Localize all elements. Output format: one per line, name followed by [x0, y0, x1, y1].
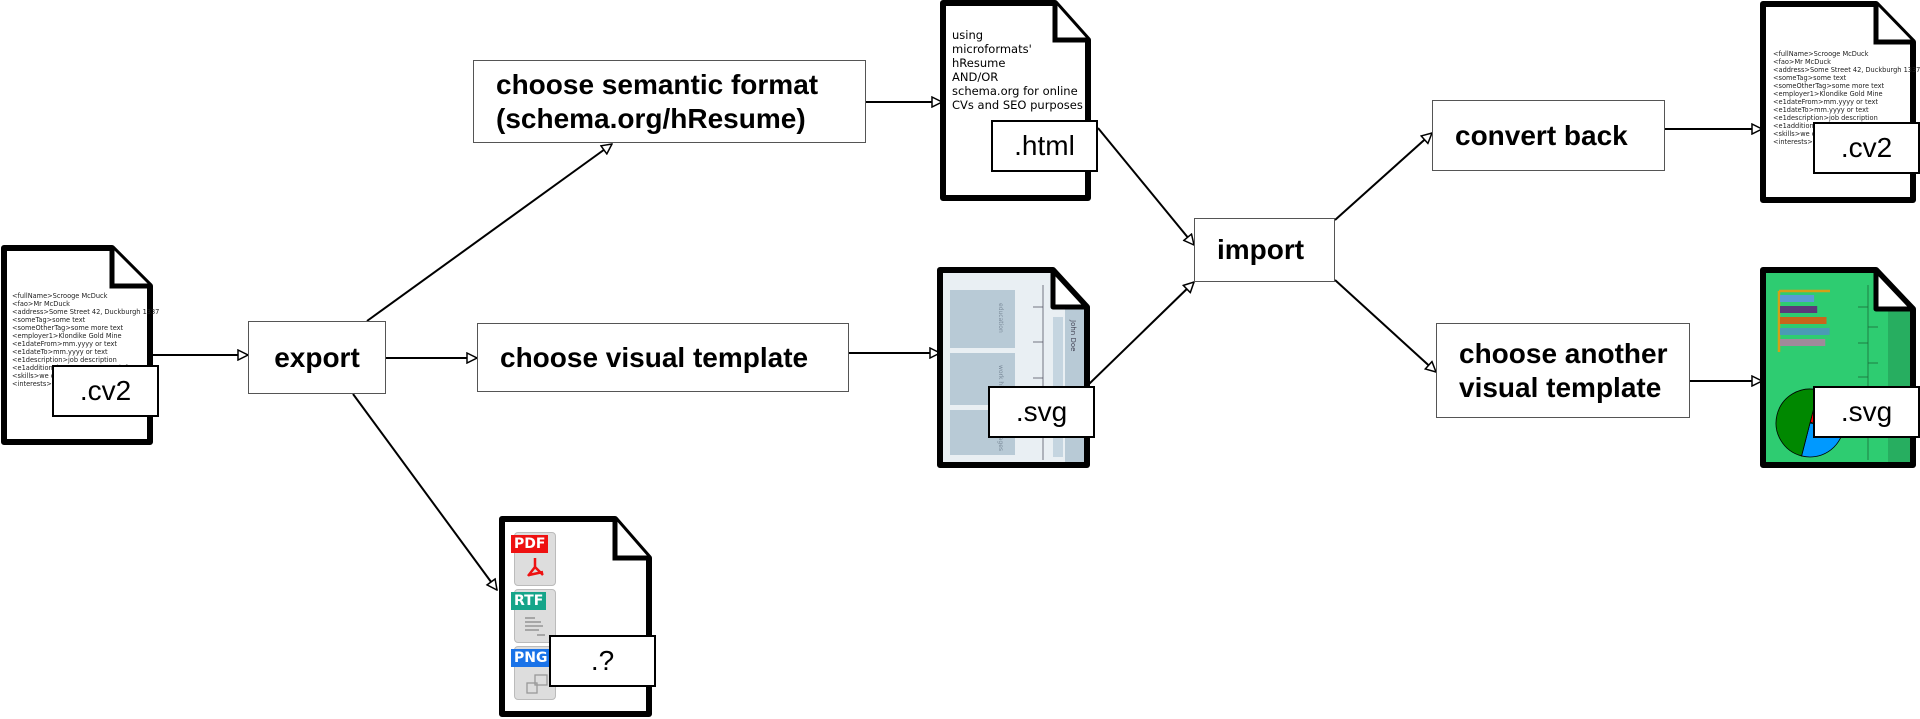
bar-chart: [1777, 289, 1830, 352]
arrow-export-to-other: [352, 393, 497, 590]
bar-chart-axis: [1777, 289, 1830, 352]
source-cv2-document: <fullName>Scrooge McDuck <fao>Mr McDuck …: [0, 244, 159, 446]
image-shapes-icon: [526, 674, 548, 694]
arrow-import-to-convert: [1334, 133, 1432, 221]
rtf-format-icon: RTF: [511, 589, 556, 643]
pie-slice: [1775, 388, 1819, 457]
arrow-html-to-import: [1097, 127, 1194, 245]
file-type-label: .svg: [988, 386, 1095, 438]
export-step: export: [248, 321, 386, 394]
pdf-format-icon: PDF: [511, 532, 556, 586]
svg-template-document: education work history languages John Do…: [935, 265, 1095, 470]
import-step: import: [1194, 218, 1335, 282]
arrow-svg-to-import: [1087, 282, 1194, 386]
html-note: using microformats' hResume AND/OR schem…: [952, 28, 1083, 112]
bar: [1780, 295, 1815, 302]
bar: [1780, 306, 1818, 313]
other-formats-document: PDF RTF PNG .?: [497, 514, 657, 719]
semantic-format-step: choose semantic format (schema.org/hResu…: [473, 60, 866, 143]
file-type-label: .svg: [1813, 386, 1920, 438]
arrow-import-to-another: [1334, 279, 1436, 372]
file-type-label: .?: [549, 635, 656, 687]
acrobat-icon: [527, 558, 544, 577]
section-education: education: [997, 303, 1004, 333]
resume-template-preview: education work history languages John Do…: [937, 267, 1090, 468]
result-cv2-document: <fullName>Scrooge McDuck <fao>Mr McDuck …: [1758, 0, 1920, 205]
visual-template-step: choose visual template: [477, 323, 849, 392]
file-type-label: .html: [991, 120, 1098, 172]
result-svg-document: .svg: [1758, 265, 1920, 470]
chart-template-preview: [1760, 267, 1916, 468]
convert-back-step: convert back: [1432, 100, 1665, 171]
pdf-tag: PDF: [511, 535, 549, 553]
file-type-label: .cv2: [52, 365, 159, 417]
html-document: using microformats' hResume AND/OR schem…: [938, 0, 1098, 202]
bar: [1780, 317, 1827, 324]
rtf-tag: RTF: [511, 592, 547, 610]
bar: [1780, 339, 1826, 346]
file-type-label: .cv2: [1813, 122, 1920, 174]
section-work-history: work history: [997, 365, 1004, 403]
png-tag: PNG: [511, 649, 551, 667]
text-lines-icon: [525, 617, 545, 636]
resume-name: John Doe: [1069, 319, 1077, 351]
arrow-export-to-semantic: [366, 144, 612, 322]
bar: [1780, 328, 1830, 335]
another-visual-template-step: choose another visual template: [1436, 323, 1690, 418]
education-panel: [950, 290, 1015, 348]
